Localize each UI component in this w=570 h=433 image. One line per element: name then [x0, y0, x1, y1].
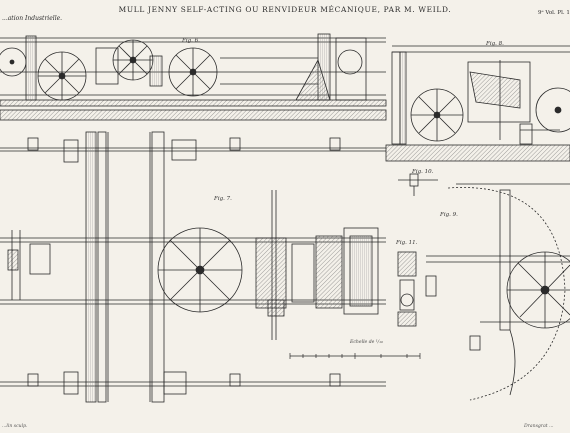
fig6-label: Fig. 6.	[182, 38, 200, 44]
engraver-credit: ...lin sculp.	[2, 424, 28, 429]
fig11-label: Fig. 11.	[396, 240, 418, 246]
fig9-label: Fig. 9.	[440, 212, 458, 218]
scale-bar	[289, 353, 421, 359]
scale-label: Echelle de ¹/₁₀	[350, 340, 383, 345]
fig7-plan	[0, 131, 386, 403]
fig8-label: Fig. 8.	[486, 41, 504, 47]
plate-left-heading: ...ation Industrielle.	[2, 15, 63, 22]
fig6-elevation	[0, 33, 387, 121]
fig8-elevation	[385, 45, 570, 162]
fig7-label: Fig. 7.	[214, 196, 232, 202]
fig10-detail	[398, 173, 438, 196]
plate-title: MULL JENNY SELF-ACTING OU RENVIDEUR MÉCA…	[118, 5, 452, 14]
draughtsman-credit: Dransgrat ...	[524, 424, 554, 429]
fig10-label: Fig. 10.	[412, 169, 434, 175]
fig9-plan	[426, 183, 570, 401]
fig11-detail	[397, 251, 437, 327]
plate-volume-label: 9ᵉ Vol. Pl. 1	[538, 10, 570, 16]
